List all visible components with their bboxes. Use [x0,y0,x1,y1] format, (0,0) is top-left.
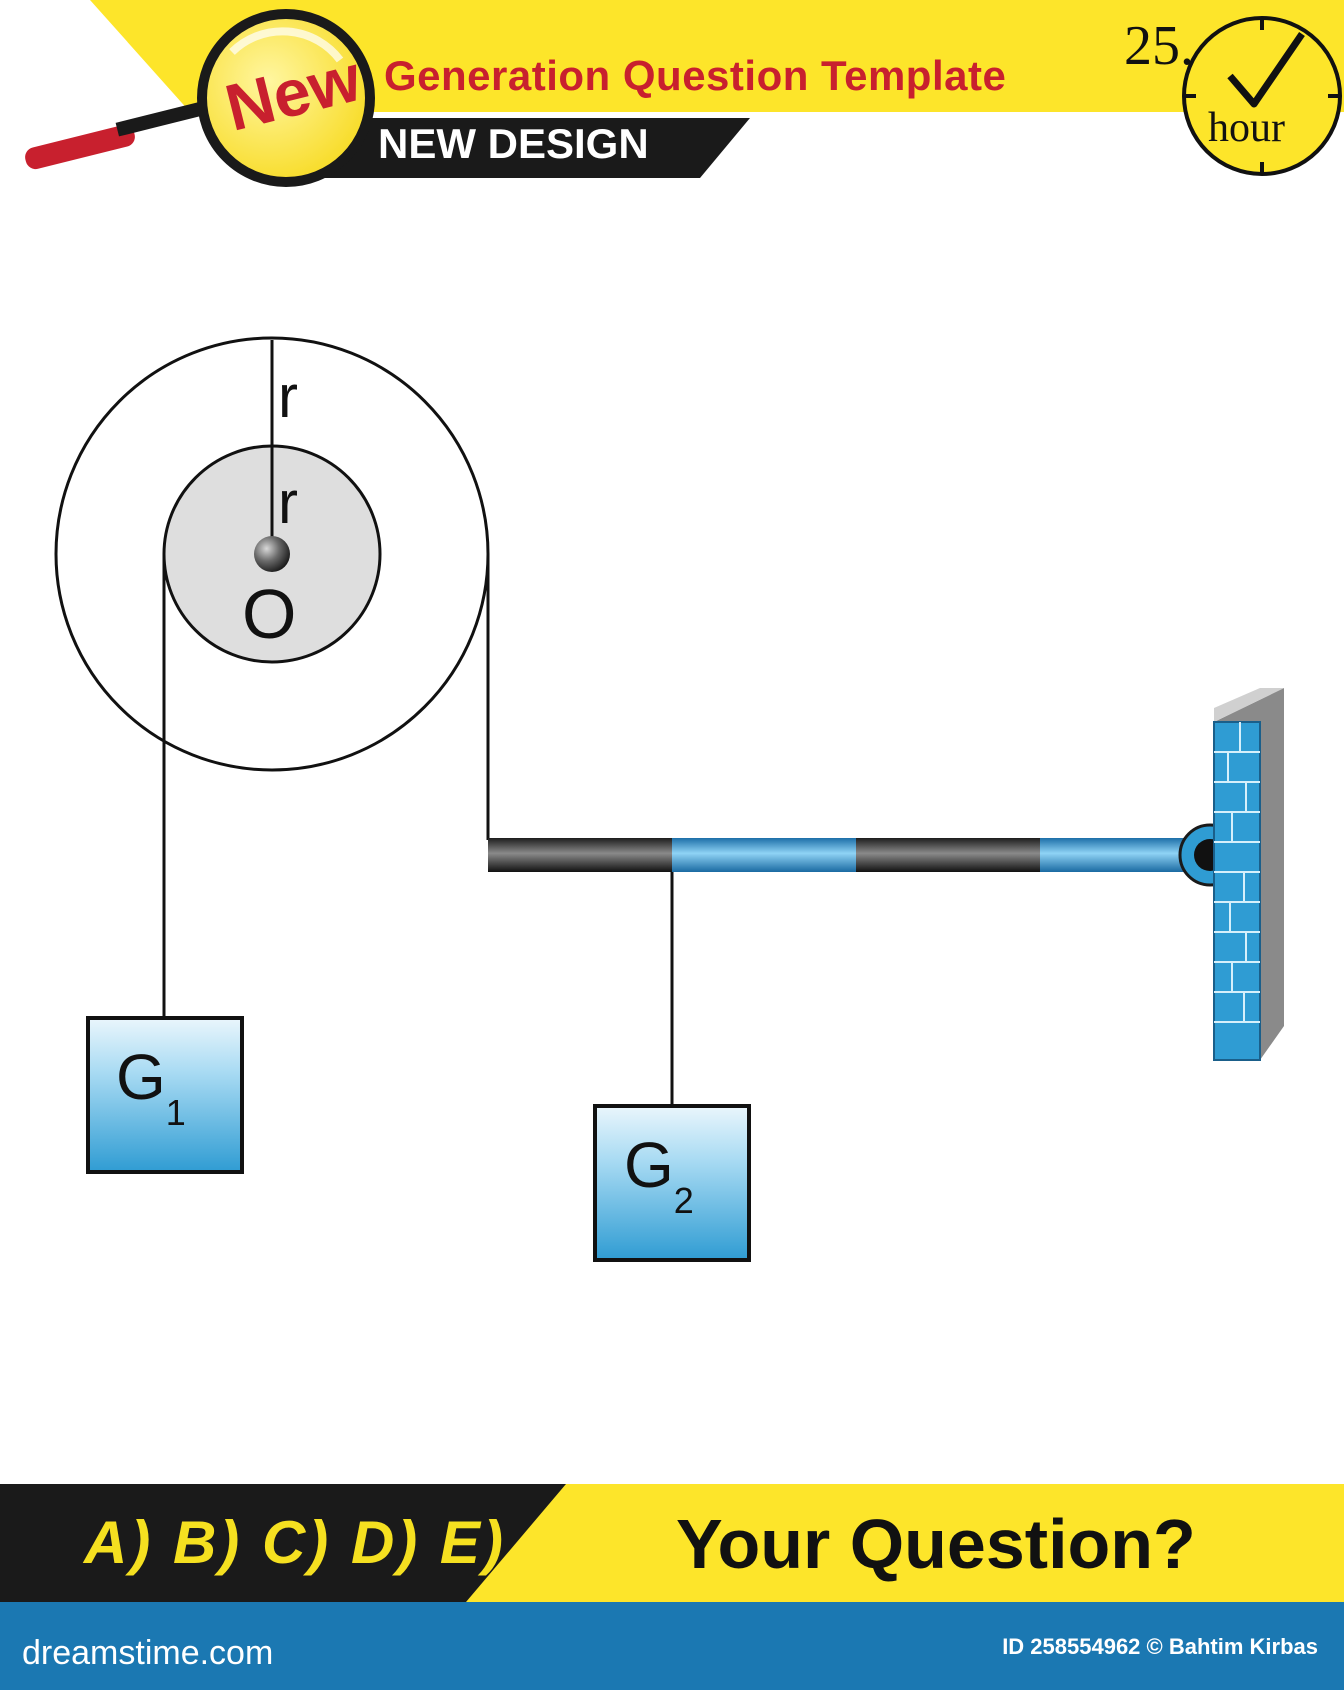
clock-number: 25. [1124,15,1194,77]
checkmark-icon [1227,32,1305,108]
watermark-site: dreamstime.com [22,1634,274,1672]
watermark-credit: ID 258554962 © Bahtim Kirbas [1002,1634,1318,1659]
footer-blue-bar [0,1602,1344,1690]
header-yellow-band [90,0,1344,112]
weight-g1-label: G1 [116,1040,186,1133]
weight-g1-subscript: 1 [165,1092,186,1133]
header-dark-band [260,118,750,178]
header-subtitle: NEW DESIGN [378,120,649,167]
inner-radius-label: r [278,469,298,536]
header-title: Generation Question Template [384,52,1007,99]
weight-g1-letter: G [116,1041,166,1113]
clock-unit: hour [1208,105,1285,151]
rod-segment-2 [672,838,856,872]
weight-g2-box [593,1104,751,1262]
rod-segment-3 [856,838,1040,872]
rod-segment-1 [488,838,672,872]
question-text: Your Question? [676,1505,1196,1583]
center-label: O [242,575,297,653]
wall [1213,688,1284,1061]
weight-g2-label: G2 [624,1128,694,1221]
weight-g2-letter: G [624,1129,674,1201]
answer-options: A) B) C) D) E) [84,1509,506,1576]
magnifier-icon [25,9,375,187]
weight-g2-subscript: 2 [673,1180,694,1221]
weight-g1-box [86,1016,244,1174]
footer-dark-band [0,1484,566,1602]
pulley-axle-pin [254,536,290,572]
outer-radius-label: r [278,363,298,430]
